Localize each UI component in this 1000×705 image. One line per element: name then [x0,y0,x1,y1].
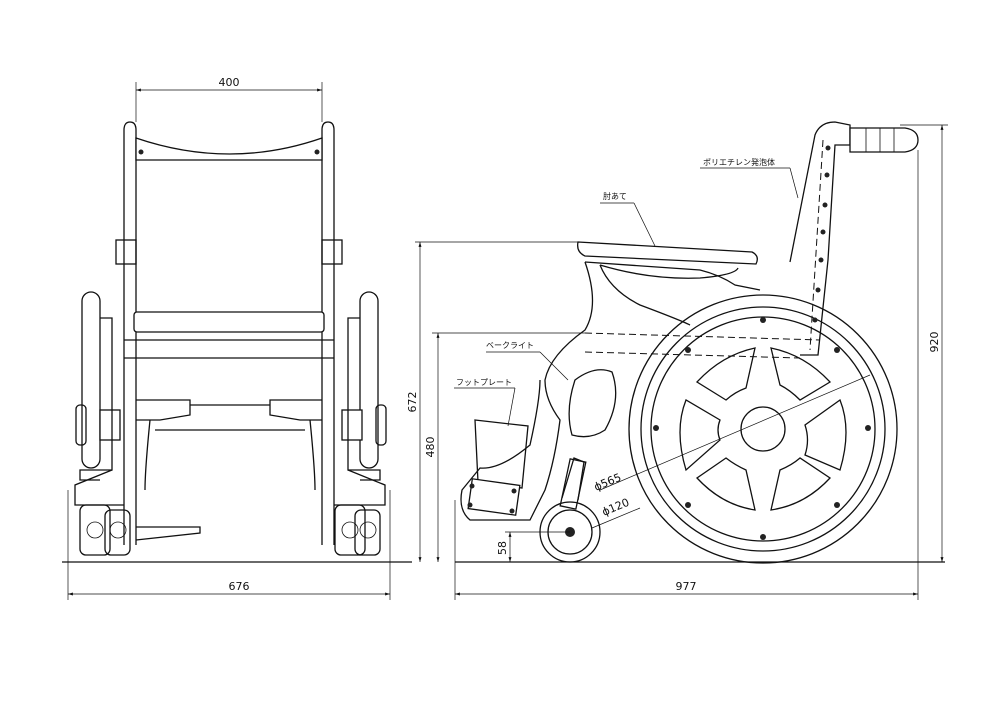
overall-width-dimension: 676 [229,580,250,593]
rear-wheel-diameter-leader [599,374,871,491]
side-rear-wheel [628,294,898,564]
right-rear-wheel [359,291,379,469]
front-foot-plate [135,526,201,541]
side-view: ポリエチレン発泡体 肘あて ベークライト フットプレート 977 920 672… [406,121,948,600]
caster-wheel-diameter: ϕ120 [600,496,631,519]
right-caster [334,504,381,556]
label-brake-light: ベークライト [486,341,534,350]
front-view: 400 676 [62,76,412,600]
left-arm-bracket [115,239,137,265]
side-frame-front [460,261,594,521]
side-armrest [577,241,758,265]
caster-height-dimension: 58 [496,541,509,555]
push-handle-grip [849,127,919,153]
right-arm-bracket [321,239,343,265]
caster-diameter-leader [591,507,641,529]
label-backrest-material: ポリエチレン発泡体 [703,157,775,167]
side-caster [539,457,601,563]
seat-height-dimension: 480 [424,437,437,458]
rear-hub [740,406,786,452]
backrest-panel [135,137,323,161]
side-foot-plate [474,419,529,489]
length-dimension: 977 [676,580,697,593]
left-rear-wheel [81,291,101,469]
left-frame-tube [123,121,137,545]
label-armrest: 肘あて [603,192,627,201]
backrest-frame [789,121,851,356]
total-height-dimension: 920 [928,332,941,353]
seat-cushion [133,311,325,333]
label-foot-plate: フットプレート [456,378,512,387]
front-width-dimension: 400 [219,76,240,89]
rear-wheel-diameter: ϕ565 [592,471,623,494]
right-frame-tube [321,121,335,545]
armrest-height-dimension: 672 [406,392,419,413]
brake-plate [568,369,617,438]
left-caster [79,504,131,556]
